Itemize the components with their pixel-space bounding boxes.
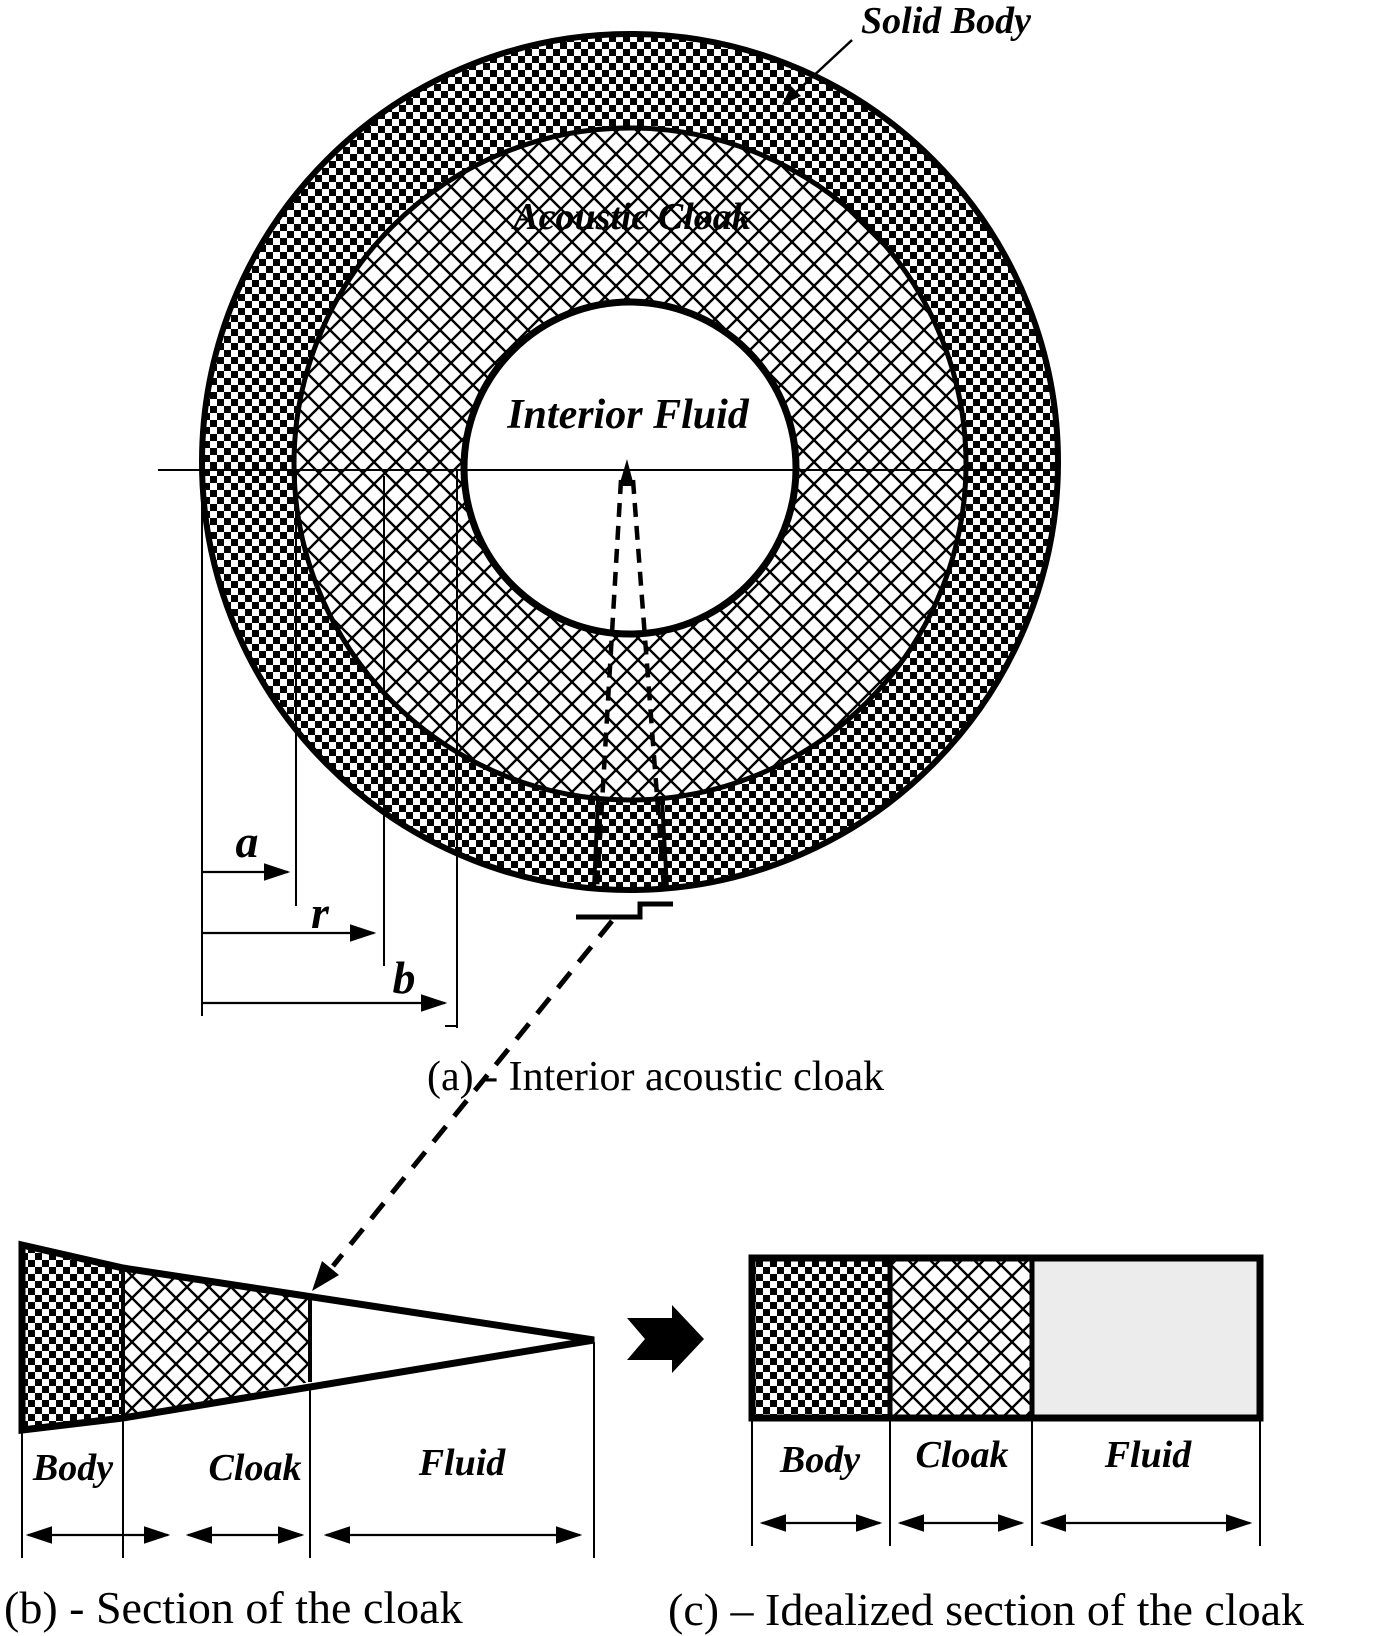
rect-fluid-region — [1032, 1258, 1260, 1418]
wedge-cloak-label: Cloak — [209, 1447, 302, 1489]
radius-label-b: b — [393, 952, 416, 1003]
wedge-fluid-region — [310, 1296, 594, 1382]
part-c-caption: (c) – Idealized section of the cloak — [668, 1584, 1304, 1635]
block-right-arrow-icon — [627, 1305, 704, 1373]
sector-solid-right-line — [660, 799, 669, 889]
part-b-diagram: Body Cloak Fluid (b) - Section of the cl… — [4, 1240, 595, 1633]
interior-fluid-circle — [460, 298, 800, 638]
radius-label-a: a — [236, 816, 259, 867]
wedge-fluid-label: Fluid — [418, 1442, 507, 1484]
part-a-caption: (a) - Interior acoustic cloak — [427, 1054, 884, 1100]
rect-outline — [748, 1254, 1264, 1422]
sector-apex-arrowhead-icon — [619, 459, 634, 486]
rect-body-region — [752, 1258, 890, 1418]
interior-fluid-label: Interior Fluid — [506, 392, 750, 438]
wedge-cloak-region — [123, 1268, 310, 1418]
part-a-diagram: Acoustic Cloak Interior Fluid Solid Body… — [158, 0, 1061, 1291]
sector-solid-left-line — [592, 799, 600, 889]
solid-body-leader-arrowhead-icon — [782, 86, 801, 105]
sector-detail-bracket — [576, 901, 673, 920]
wedge-body-region — [22, 1245, 123, 1430]
rect-cloak-label: Cloak — [916, 1434, 1009, 1476]
part-b-caption: (b) - Section of the cloak — [4, 1582, 463, 1633]
detail-leader-dashed-line — [331, 919, 614, 1268]
radius-label-r: r — [311, 887, 330, 938]
solid-body-leader-line — [793, 39, 853, 95]
wedge-body-label: Body — [32, 1447, 113, 1489]
rect-body-label: Body — [779, 1439, 860, 1481]
rect-cloak-region — [890, 1258, 1032, 1418]
detail-leader-arrowhead-icon — [312, 1261, 339, 1291]
rect-fluid-label: Fluid — [1104, 1434, 1193, 1476]
acoustic-cloak-label: Acoustic Cloak — [511, 196, 751, 238]
solid-body-label: Solid Body — [861, 0, 1031, 42]
wedge-outline — [18, 1240, 595, 1434]
part-c-diagram: Body Cloak Fluid (c) – Idealized section… — [668, 1254, 1304, 1635]
